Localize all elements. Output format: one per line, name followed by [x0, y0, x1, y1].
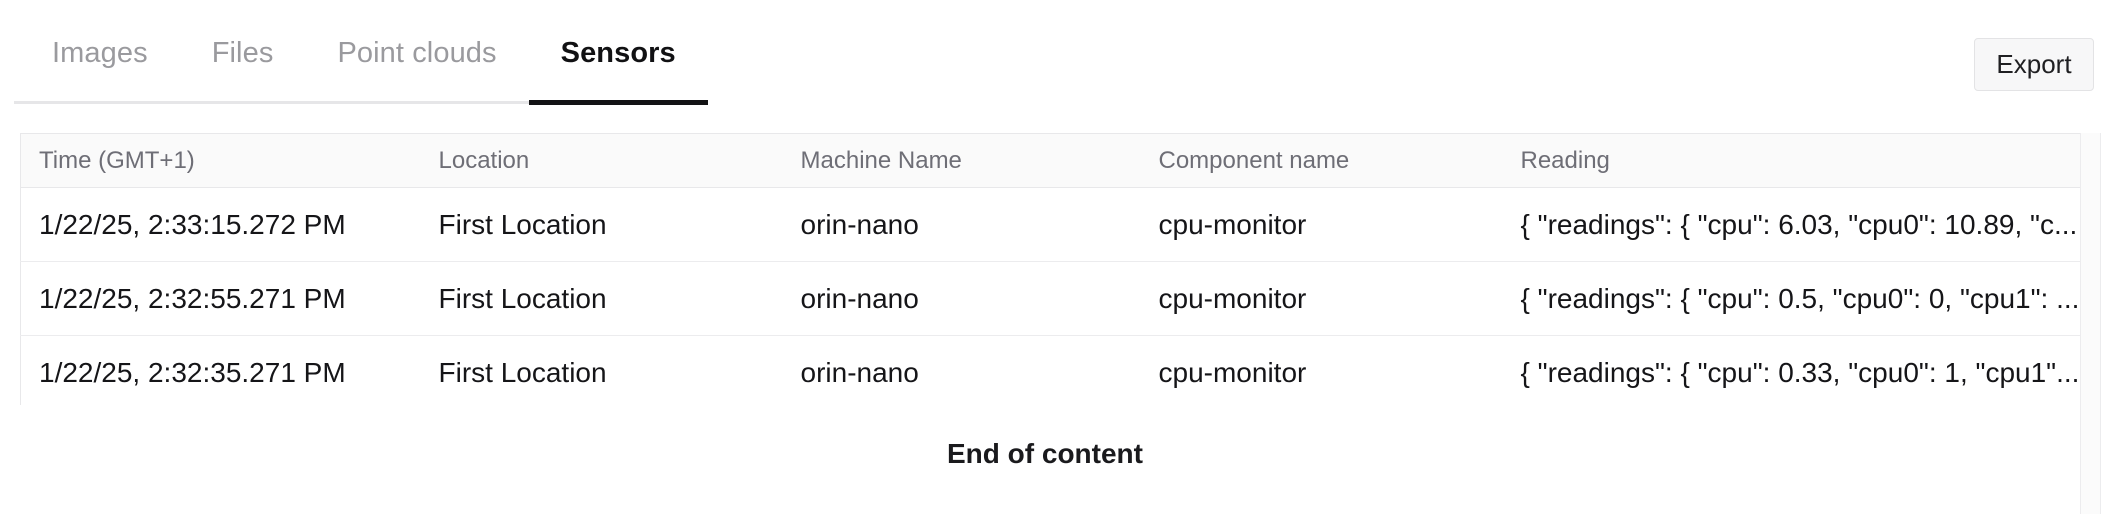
cell-time-text: 1/22/25, 2:32:55.271 PM	[39, 282, 346, 314]
cell-reading-text: { "readings": { "cpu": 6.03, "cpu0": 10.…	[1520, 208, 2078, 240]
tab-bar: Images Files Point clouds Sensors	[0, 0, 2128, 106]
cell-reading-text: { "readings": { "cpu": 0.33, "cpu0": 1, …	[1520, 356, 2080, 388]
tab-images-label: Images	[52, 36, 148, 69]
cell-machine-name-text: orin-nano	[800, 282, 919, 314]
cell-machine-name: orin-nano	[782, 335, 1141, 405]
cell-location: First Location	[420, 335, 783, 405]
tab-images[interactable]: Images	[20, 1, 180, 105]
cell-component-name: cpu-monitor	[1140, 187, 1503, 262]
sensors-table-container: Time (GMT+1) Location Machine Name Compo…	[20, 133, 2080, 405]
tab-files[interactable]: Files	[180, 1, 306, 105]
cell-time: 1/22/25, 2:33:15.272 PM	[20, 187, 421, 262]
tab-sensors[interactable]: Sensors	[528, 1, 708, 105]
tab-point-clouds-label: Point clouds	[337, 36, 497, 69]
cell-time-text: 1/22/25, 2:32:35.271 PM	[39, 356, 346, 388]
cell-location: First Location	[420, 187, 783, 262]
column-header-reading[interactable]: Reading	[1502, 133, 2080, 188]
cell-reading: { "readings": { "cpu": 0.5, "cpu0": 0, "…	[1502, 261, 2080, 336]
vertical-scrollbar[interactable]	[2080, 133, 2101, 514]
cell-component-name: cpu-monitor	[1140, 335, 1503, 405]
cell-location: First Location	[420, 261, 783, 336]
column-header-location-label: Location	[438, 146, 530, 174]
cell-machine-name: orin-nano	[782, 261, 1141, 336]
export-button[interactable]: Export	[1974, 38, 2094, 91]
cell-component-name-text: cpu-monitor	[1158, 282, 1307, 314]
sensors-table: Time (GMT+1) Location Machine Name Compo…	[20, 133, 2080, 405]
table-row[interactable]: 1/22/25, 2:32:35.271 PM First Location o…	[20, 335, 2080, 405]
cell-machine-name-text: orin-nano	[800, 208, 919, 240]
column-header-location[interactable]: Location	[420, 133, 783, 188]
cell-time-text: 1/22/25, 2:33:15.272 PM	[39, 208, 346, 240]
cell-reading: { "readings": { "cpu": 6.03, "cpu0": 10.…	[1502, 187, 2080, 262]
column-header-reading-label: Reading	[1520, 146, 1610, 174]
cell-reading: { "readings": { "cpu": 0.33, "cpu0": 1, …	[1502, 335, 2080, 405]
cell-machine-name: orin-nano	[782, 187, 1141, 262]
tab-list: Images Files Point clouds Sensors	[20, 0, 708, 105]
cell-reading-text: { "readings": { "cpu": 0.5, "cpu0": 0, "…	[1520, 282, 2080, 314]
table-body: 1/22/25, 2:33:15.272 PM First Location o…	[20, 187, 2080, 405]
cell-machine-name-text: orin-nano	[800, 356, 919, 388]
tab-files-label: Files	[211, 36, 274, 69]
column-header-component-name-label: Component name	[1158, 146, 1350, 174]
tab-point-clouds[interactable]: Point clouds	[305, 1, 528, 105]
table-head: Time (GMT+1) Location Machine Name Compo…	[20, 133, 2080, 188]
cell-location-text: First Location	[438, 356, 607, 388]
cell-component-name-text: cpu-monitor	[1158, 208, 1307, 240]
tab-sensors-label: Sensors	[560, 36, 676, 69]
cell-component-name-text: cpu-monitor	[1158, 356, 1307, 388]
tab-bar-rule	[14, 101, 700, 104]
table-header-row: Time (GMT+1) Location Machine Name Compo…	[20, 133, 2080, 188]
table-row[interactable]: 1/22/25, 2:33:15.272 PM First Location o…	[20, 187, 2080, 262]
column-header-machine-name[interactable]: Machine Name	[782, 133, 1141, 188]
column-header-time-label: Time (GMT+1)	[39, 146, 195, 174]
cell-time: 1/22/25, 2:32:55.271 PM	[20, 261, 421, 336]
cell-component-name: cpu-monitor	[1140, 261, 1503, 336]
table-row[interactable]: 1/22/25, 2:32:55.271 PM First Location o…	[20, 261, 2080, 336]
column-header-time[interactable]: Time (GMT+1)	[20, 133, 421, 188]
cell-time: 1/22/25, 2:32:35.271 PM	[20, 335, 421, 405]
export-button-label: Export	[1996, 49, 2072, 79]
column-header-machine-name-label: Machine Name	[800, 146, 962, 174]
end-of-content-label: End of content	[947, 438, 1143, 469]
column-header-component-name[interactable]: Component name	[1140, 133, 1503, 188]
cell-location-text: First Location	[438, 282, 607, 314]
cell-location-text: First Location	[438, 208, 607, 240]
